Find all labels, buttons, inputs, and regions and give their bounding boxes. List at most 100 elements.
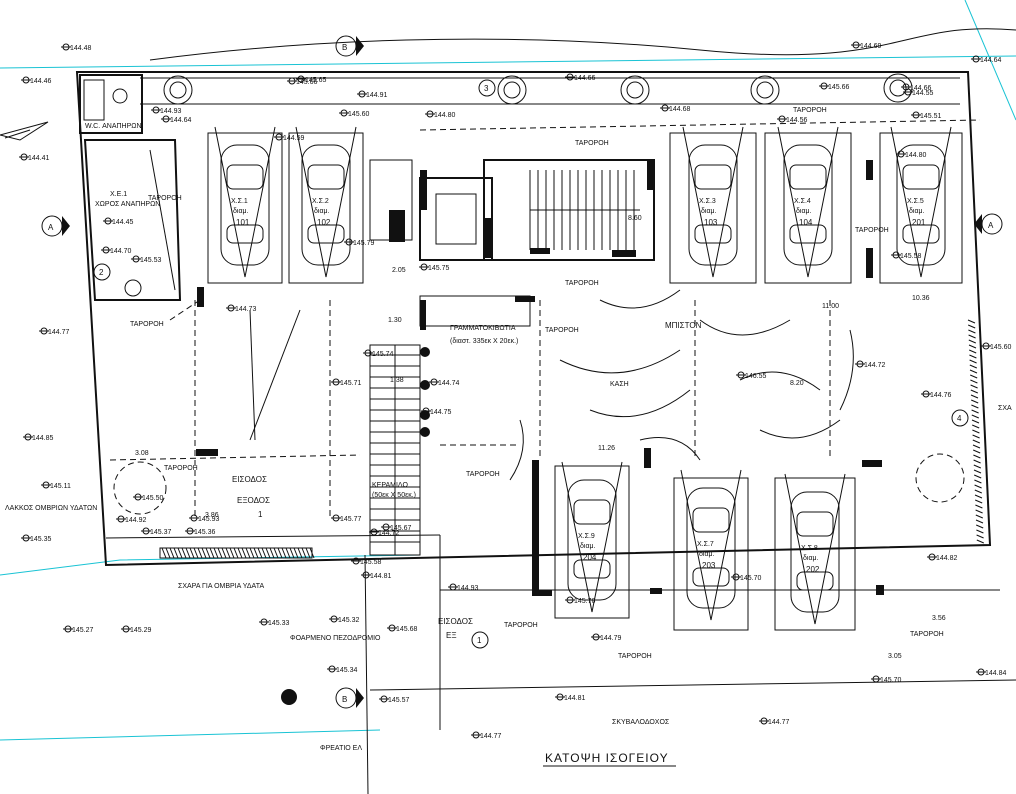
level-marker: 145.33 (259, 618, 290, 627)
level-marker: 144.92 (116, 515, 147, 524)
parking-code: Χ.Σ.9 (578, 533, 595, 540)
parking-sub: διαμ. (233, 208, 249, 215)
svg-text:144.81: 144.81 (370, 573, 392, 580)
svg-text:145.50: 145.50 (142, 495, 164, 502)
level-marker: 144.66 (901, 83, 932, 92)
taroroi-label: ΤΑΡΟΡΟΗ (130, 321, 164, 328)
taroroi-label: ΤΑΡΟΡΟΗ (504, 622, 538, 629)
structural-dashed-lines (109, 119, 981, 520)
parking-sub: διαμ. (580, 543, 596, 550)
section-marker-a-right: A (974, 213, 1003, 235)
svg-text:145.58: 145.58 (360, 559, 382, 566)
svg-text:146.55: 146.55 (745, 373, 767, 380)
level-marker: 144.81 (361, 571, 392, 580)
storage-room (83, 139, 182, 301)
dimension-label: 1.38 (390, 377, 404, 384)
level-marker: 145.58 (891, 251, 922, 260)
svg-text:144.69: 144.69 (860, 43, 882, 50)
level-marker: 145.76 (565, 596, 596, 605)
svg-text:145.65: 145.65 (305, 77, 327, 84)
svg-text:(διαστ. 335εκ Χ 20εκ.): (διαστ. 335εκ Χ 20εκ.) (450, 338, 518, 345)
svg-text:144.74: 144.74 (438, 380, 460, 387)
svg-text:144.70: 144.70 (110, 248, 132, 255)
wc-label: W.C. ΑΝΑΠΗΡΩΝ (85, 123, 142, 130)
svg-text:Χ.Ε.1: Χ.Ε.1 (110, 191, 127, 198)
taroroi-label: ΤΑΡΟΡΟΗ (793, 107, 827, 114)
svg-text:ΕΞ: ΕΞ (446, 631, 457, 640)
level-marker: 145.34 (327, 665, 358, 674)
level-marker: 144.77 (759, 717, 790, 726)
svg-text:144.64: 144.64 (170, 117, 192, 124)
svg-text:144.81: 144.81 (564, 695, 586, 702)
svg-text:144.77: 144.77 (48, 329, 70, 336)
dimension-label: 3.08 (135, 450, 149, 457)
grate (159, 547, 315, 559)
level-marker: 145.70 (731, 573, 762, 582)
svg-text:(50εκ Χ 50εκ.): (50εκ Χ 50εκ.) (372, 492, 416, 499)
parking-num: 101 (236, 218, 250, 227)
axis-marker-3: 3 (478, 79, 496, 97)
level-marker: 145.60 (339, 109, 370, 118)
level-marker: 145.32 (329, 615, 360, 624)
level-marker: 144.93 (448, 583, 479, 592)
level-marker: 145.60 (981, 342, 1012, 351)
level-marker: 145.27 (63, 625, 94, 634)
parking-sub: διαμ. (314, 208, 330, 215)
svg-text:144.80: 144.80 (905, 152, 927, 159)
level-marker: 144.77 (39, 327, 70, 336)
dimension-label: 1.30 (388, 317, 402, 324)
svg-text:ΦΟΑΡΜΕΝΟ ΠΕΖΟΔΡΟΜΙΟ: ΦΟΑΡΜΕΝΟ ΠΕΖΟΔΡΟΜΙΟ (290, 635, 381, 642)
svg-text:145.60: 145.60 (348, 111, 370, 118)
pits (113, 453, 965, 515)
level-marker: 145.37 (141, 527, 172, 536)
level-marker: 144.82 (927, 553, 958, 562)
level-marker: 144.72 (369, 528, 400, 537)
svg-text:ΣΧΑ: ΣΧΑ (998, 405, 1012, 412)
parking-num: 103 (704, 218, 718, 227)
dimension-label: 3.86 (205, 512, 219, 519)
svg-text:145.75: 145.75 (428, 265, 450, 272)
taroroi-label: ΤΑΡΟΡΟΗ (148, 195, 182, 202)
svg-text:145.70: 145.70 (740, 575, 762, 582)
taroroi-labels: ΤΑΡΟΡΟΗΤΑΡΟΡΟΗΤΑΡΟΡΟΗΤΑΡΟΡΟΗΤΑΡΟΡΟΗΤΑΡΟΡ… (130, 107, 944, 660)
parking-sub: διαμ. (796, 208, 812, 215)
dimension-label: 8.60 (628, 215, 642, 222)
level-markers: 144.48144.46144.64144.41144.45144.70144.… (19, 41, 1012, 740)
dimension-label: 2.05 (392, 267, 406, 274)
parking-code: Χ.Σ.8 (801, 545, 818, 552)
parking-num: 102 (317, 218, 331, 227)
svg-text:144.72: 144.72 (864, 362, 886, 369)
wc-room (79, 74, 143, 134)
drain-icon (281, 689, 297, 705)
level-marker: 145.50 (133, 493, 164, 502)
columns (196, 160, 884, 596)
svg-text:145.93: 145.93 (198, 516, 220, 523)
parking-bays (207, 132, 963, 631)
level-marker: 144.80 (425, 110, 456, 119)
svg-text:144.82: 144.82 (936, 555, 958, 562)
svg-text:144.66: 144.66 (574, 75, 596, 82)
svg-text:145.79: 145.79 (353, 240, 375, 247)
level-marker: 145.58 (351, 557, 382, 566)
svg-text:145.58: 145.58 (900, 253, 922, 260)
level-marker: 144.70 (101, 246, 132, 255)
level-marker: 144.64 (971, 55, 1002, 64)
level-marker: 145.11 (41, 481, 71, 490)
level-marker: 144.64 (161, 115, 192, 124)
level-marker: 145.65 (296, 75, 327, 84)
svg-text:145.34: 145.34 (336, 667, 358, 674)
svg-text:ΣΚΥΒΑΛΟΔΟΧΟΣ: ΣΚΥΒΑΛΟΔΟΧΟΣ (612, 719, 670, 726)
svg-text:145.66: 145.66 (296, 79, 318, 86)
svg-text:145.33: 145.33 (268, 620, 290, 627)
svg-text:ΧΩΡΟΣ ΑΝΑΠΗΡΩΝ: ΧΩΡΟΣ ΑΝΑΠΗΡΩΝ (95, 201, 160, 208)
svg-text:145.68: 145.68 (396, 626, 418, 633)
level-marker: 144.59 (274, 133, 305, 142)
parking-num: 204 (583, 553, 597, 562)
svg-text:2: 2 (99, 268, 104, 277)
parking-code: Χ.Σ.3 (699, 198, 716, 205)
svg-text:144.73: 144.73 (235, 306, 257, 313)
level-marker: 145.53 (131, 255, 162, 264)
parking-sub: διαμ. (699, 551, 715, 558)
svg-text:1: 1 (477, 636, 482, 645)
section-marker-b-bottom: B (335, 687, 364, 709)
